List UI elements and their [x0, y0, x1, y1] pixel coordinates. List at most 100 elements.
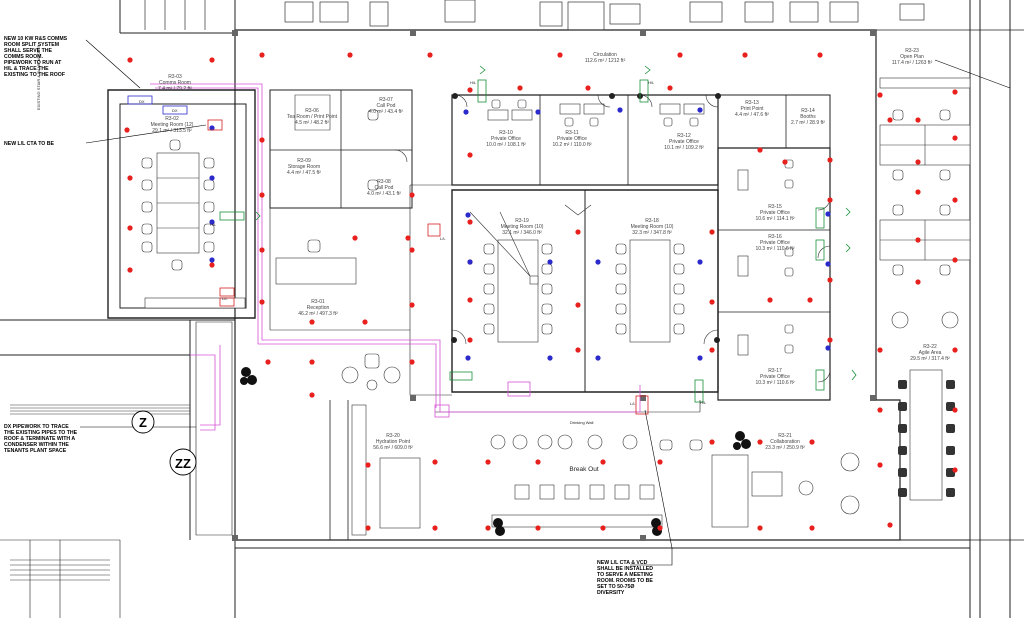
return-diffuser: [463, 109, 469, 115]
return-diffuser: [697, 107, 703, 113]
ll-tag-reception: L/L: [440, 236, 446, 241]
dx-tag: DX: [139, 99, 145, 104]
hl-tag-office-12: H/L: [648, 80, 655, 85]
supply-diffuser: [259, 52, 265, 58]
supply-diffuser: [952, 197, 958, 203]
note-dx-pipework: DX PIPEWORK TO TRACE THE EXISTING PIPES …: [4, 424, 79, 454]
marker-z-circle: [131, 410, 155, 434]
supply-diffuser: [809, 439, 815, 445]
vertical-left-tag: EXISTING STAIR & RAMP ACCESS: [36, 45, 41, 110]
meeting-room-r3-02-furniture: [141, 139, 246, 309]
supply-diffuser: [877, 462, 883, 468]
door-swings: [394, 94, 831, 383]
section-markers: Z ZZ: [131, 410, 197, 476]
door-stops: [451, 93, 721, 343]
supply-diffuser: [952, 89, 958, 95]
supply-diffuser: [767, 297, 773, 303]
supply-diffuser: [209, 262, 215, 268]
return-diffuser: [467, 259, 473, 265]
supply-diffuser: [915, 237, 921, 243]
room-breakout: Break Out: [569, 466, 598, 473]
pipework: [150, 83, 641, 431]
supply-diffuser: [467, 152, 473, 158]
return-diffuser: [547, 259, 553, 265]
return-diffuser: [547, 355, 553, 361]
supply-diffuser: [827, 197, 833, 203]
supply-diffuser: [877, 347, 883, 353]
supply-diffuser: [915, 159, 921, 165]
supply-diffuser: [467, 219, 473, 225]
hl-tag-meeting-18: H/L: [700, 400, 707, 405]
supply-diffuser: [365, 462, 371, 468]
supply-diffuser: [877, 92, 883, 98]
supply-diffuser: [600, 459, 606, 465]
supply-diffuser: [265, 359, 271, 365]
supply-diffuser: [127, 225, 133, 231]
supply-diffuser: [915, 117, 921, 123]
supply-diffuser: [259, 137, 265, 143]
supply-diffuser: [485, 459, 491, 465]
supply-diffuser: [742, 52, 748, 58]
supply-diffuser: [309, 319, 315, 325]
supply-diffuser: [827, 157, 833, 163]
hl-tag-office-10: H/L: [470, 80, 477, 85]
supply-diffuser: [352, 235, 358, 241]
supply-diffuser: [952, 257, 958, 263]
return-diffuser: [535, 109, 541, 115]
supply-diffuser: [124, 127, 130, 133]
supply-diffuser: [952, 407, 958, 413]
supply-diffuser: [817, 52, 823, 58]
supply-diffuser: [877, 407, 883, 413]
return-diffuser: [617, 107, 623, 113]
supply-diffusers: [124, 52, 958, 531]
marker-zz-label: ZZ: [175, 456, 191, 471]
supply-diffuser: [259, 299, 265, 305]
supply-diffuser: [887, 522, 893, 528]
supply-diffuser: [405, 235, 411, 241]
supply-diffuser: [677, 52, 683, 58]
return-diffuser: [465, 355, 471, 361]
supply-diffuser: [757, 525, 763, 531]
supply-diffuser: [657, 525, 663, 531]
supply-diffuser: [585, 85, 591, 91]
hl-tag-meeting: H/L: [210, 222, 217, 227]
supply-diffuser: [259, 192, 265, 198]
supply-diffuser: [709, 229, 715, 235]
supply-diffuser: [952, 467, 958, 473]
reception-furniture: [275, 94, 401, 391]
return-diffuser: [595, 355, 601, 361]
leader-lines: [80, 39, 1011, 566]
supply-diffuser: [709, 299, 715, 305]
supply-diffuser: [347, 52, 353, 58]
supply-diffuser: [709, 347, 715, 353]
return-diffuser: [825, 345, 831, 351]
supply-diffuser: [952, 347, 958, 353]
supply-diffuser: [667, 85, 673, 91]
supply-diffuser: [467, 337, 473, 343]
dx-tag-2: DX: [172, 108, 178, 113]
ll-tag-meeting-18: L/L: [630, 401, 636, 406]
supply-diffuser: [127, 175, 133, 181]
supply-diffuser: [782, 159, 788, 165]
supply-diffuser: [757, 439, 763, 445]
marker-z-label: Z: [139, 415, 147, 430]
marker-zz-circle: [169, 448, 197, 476]
open-plan-desks: [879, 77, 971, 501]
supply-diffuser: [309, 392, 315, 398]
supply-diffuser: [709, 439, 715, 445]
